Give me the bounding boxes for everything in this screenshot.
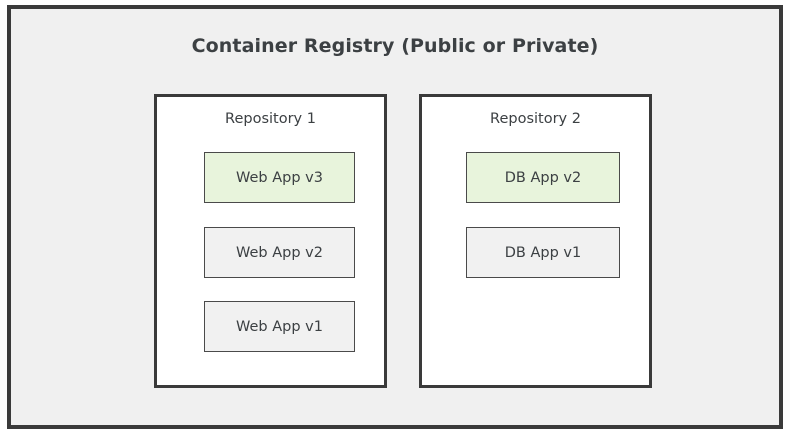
container-registry-frame: Container Registry (Public or Private) R… [7, 5, 783, 429]
artifact-db-app-v2[interactable]: DB App v2 [466, 152, 620, 203]
artifact-db-app-v1[interactable]: DB App v1 [466, 227, 620, 278]
artifact-web-app-v1[interactable]: Web App v1 [204, 301, 355, 352]
repository-2-box[interactable]: Repository 2 DB App v2 DB App v1 [419, 94, 652, 388]
repository-1-label: Repository 1 [225, 111, 316, 127]
registry-title: Container Registry (Public or Private) [191, 35, 599, 57]
repository-2-label: Repository 2 [490, 111, 581, 127]
artifact-web-app-v2[interactable]: Web App v2 [204, 227, 355, 278]
repository-1-box[interactable]: Repository 1 Web App v3 Web App v2 Web A… [154, 94, 387, 388]
artifact-web-app-v3[interactable]: Web App v3 [204, 152, 355, 203]
